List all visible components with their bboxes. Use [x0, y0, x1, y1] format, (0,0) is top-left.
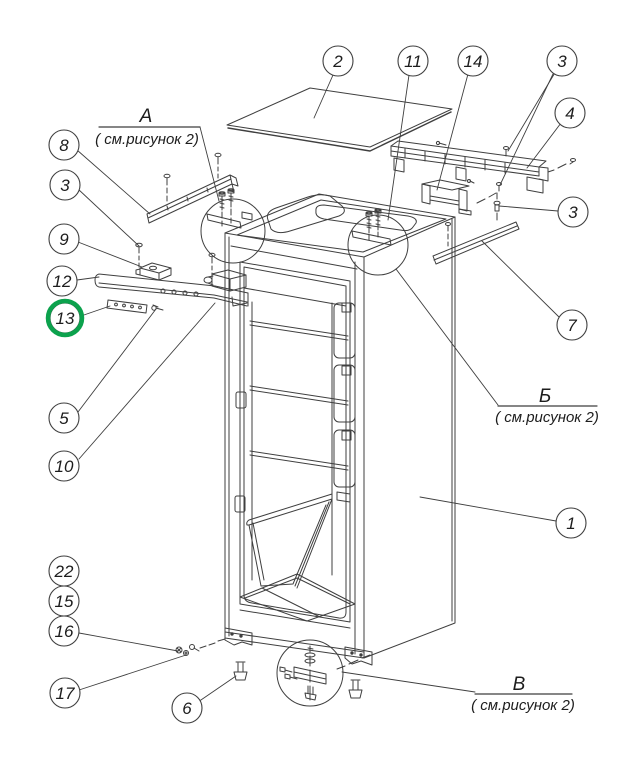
rail-8 [146, 174, 239, 224]
highlight-ring [45, 298, 85, 338]
detail-v-assembly [279, 645, 371, 701]
svg-text:22: 22 [54, 562, 74, 581]
label-underlines [98, 126, 598, 695]
svg-text:10: 10 [55, 457, 74, 476]
balloon-3-right[interactable]: 3 [557, 196, 589, 228]
rail-12 [94, 273, 249, 307]
svg-text:3: 3 [568, 203, 578, 222]
svg-text:( см.рисунок 2): ( см.рисунок 2) [95, 131, 199, 148]
svg-text:15: 15 [55, 592, 74, 611]
svg-text:В: В [513, 674, 526, 695]
svg-text:11: 11 [404, 52, 422, 71]
rail-7 [432, 221, 520, 265]
svg-text:7: 7 [567, 316, 577, 335]
svg-text:17: 17 [56, 684, 75, 703]
shelves [249, 320, 349, 472]
balloon-11[interactable]: 11 [397, 45, 429, 77]
foot-bracket-left [224, 627, 253, 646]
svg-text:2: 2 [332, 52, 343, 71]
detail-label-v: В ( см.рисунок 2) [471, 674, 575, 714]
svg-text:16: 16 [55, 622, 74, 641]
detail-circle-a [200, 198, 266, 264]
balloon-4[interactable]: 4 [554, 97, 586, 129]
svg-text:5: 5 [59, 409, 69, 428]
balloon-3-top[interactable]: 3 [546, 45, 578, 77]
leveling-foot-left [233, 661, 248, 681]
detail-label-a: А ( см.рисунок 2) [95, 106, 199, 148]
balloon-17[interactable]: 17 [49, 677, 81, 709]
svg-text:( см.рисунок 2): ( см.рисунок 2) [471, 697, 575, 714]
balloon-15[interactable]: 15 [48, 585, 80, 617]
balloon-5[interactable]: 5 [48, 402, 80, 434]
svg-text:3: 3 [60, 176, 70, 195]
svg-text:8: 8 [59, 136, 69, 155]
cabinet-body [224, 193, 456, 659]
hardware-cluster [175, 638, 226, 656]
detail-label-b: Б ( см.рисунок 2) [495, 386, 599, 426]
plate-13 [106, 299, 148, 314]
svg-text:3: 3 [557, 52, 567, 71]
svg-text:Б: Б [539, 386, 551, 407]
svg-text:4: 4 [565, 104, 574, 123]
balloon-12[interactable]: 12 [46, 265, 78, 297]
balloon-7[interactable]: 7 [556, 309, 588, 341]
svg-text:13: 13 [56, 309, 75, 328]
balloon-9[interactable]: 9 [48, 223, 80, 255]
balloon-3-left[interactable]: 3 [49, 169, 81, 201]
balloon-16[interactable]: 16 [48, 615, 80, 647]
balloons: 2 11 14 3 4 3 7 1 8 3 9 12 13 5 10 22 15… [46, 45, 589, 724]
balloon-13[interactable]: 13 [49, 302, 81, 334]
top-back-rail [390, 140, 549, 194]
balloon-8[interactable]: 8 [48, 129, 80, 161]
bottom-bin [246, 493, 333, 589]
svg-text:А: А [139, 106, 153, 127]
svg-text:6: 6 [182, 699, 192, 718]
leveling-foot-right [348, 679, 363, 699]
hinge-bracket [203, 269, 247, 292]
detail-circle-v [276, 639, 344, 707]
svg-text:1: 1 [566, 514, 575, 533]
svg-text:( см.рисунок 2): ( см.рисунок 2) [495, 409, 599, 426]
balloon-14[interactable]: 14 [457, 45, 489, 77]
bracket-14 [421, 179, 475, 216]
detail-circle-b [347, 214, 409, 276]
top-panel [226, 87, 453, 152]
bracket-9 [135, 262, 172, 281]
balloon-1[interactable]: 1 [555, 507, 587, 539]
svg-text:12: 12 [53, 272, 72, 291]
svg-text:14: 14 [464, 52, 483, 71]
screws [135, 140, 576, 311]
foot-bracket-right [344, 646, 373, 666]
balloon-10[interactable]: 10 [48, 450, 80, 482]
balloon-2[interactable]: 2 [322, 45, 354, 77]
leader-lines [76, 70, 562, 703]
detail-labels: А ( см.рисунок 2) Б ( см.рисунок 2) В ( … [95, 106, 599, 714]
balloon-6[interactable]: 6 [171, 692, 203, 724]
balloon-22[interactable]: 22 [48, 555, 80, 587]
svg-text:9: 9 [59, 230, 69, 249]
